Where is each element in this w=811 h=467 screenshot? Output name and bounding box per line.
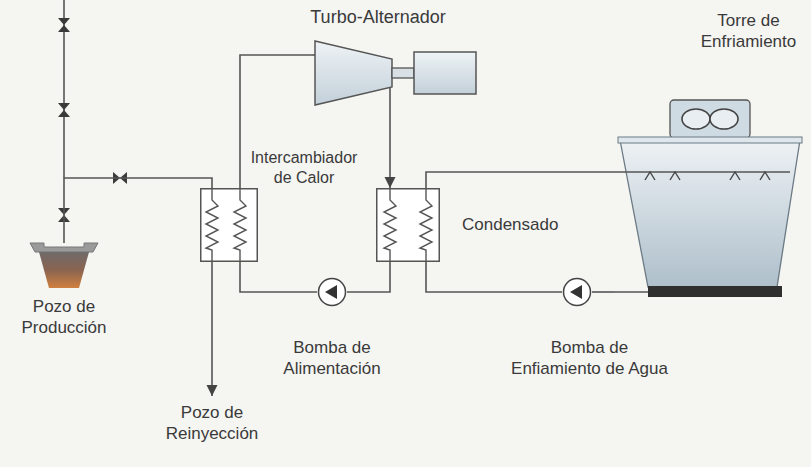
- heat-exchanger-shape: [200, 188, 258, 262]
- cooling-water-pump: Bomba de Enfiamiento de Agua: [562, 277, 592, 307]
- tower-basin: [648, 286, 782, 297]
- reinjection-well-label: Pozo de Reinyección: [157, 402, 267, 445]
- component-label: Bomba de Alimentación: [272, 337, 392, 380]
- pipe-connector: [347, 262, 390, 292]
- turbine-symbol: [315, 41, 392, 105]
- exchanger-shell: [201, 189, 258, 262]
- pipe-stub: [389, 87, 391, 106]
- cooling-tower: Torre de Enfriamiento: [615, 92, 805, 302]
- component-label: Turbo-Alternador: [298, 6, 458, 29]
- tower-body: [620, 140, 800, 287]
- tower-rim: [618, 137, 802, 143]
- production-well: Pozo de Producción: [30, 238, 98, 290]
- spray-nozzle: [670, 172, 680, 180]
- feed-pump-shape: [317, 277, 347, 307]
- reinjection-pipe: [211, 262, 213, 396]
- pipe-connector: [240, 55, 312, 188]
- component-label: Intercambiador de Calor: [248, 148, 360, 188]
- exchanger-shell: [377, 189, 440, 262]
- pipe-connector: [592, 291, 615, 293]
- spray-nozzle: [760, 172, 770, 180]
- spray-nozzle: [645, 172, 655, 180]
- cooling-water-pump-shape: [562, 277, 592, 307]
- pump-arrow: [570, 285, 582, 299]
- fan-symbol: [682, 109, 710, 129]
- coil-symbol: [234, 188, 246, 262]
- pump-symbol: [564, 279, 591, 306]
- coil-symbol: [384, 188, 396, 262]
- valve-symbol: [58, 18, 70, 32]
- turbine-generator-shape: [312, 40, 480, 106]
- well-body: [39, 252, 89, 288]
- fan-housing: [670, 100, 750, 138]
- pump-arrow: [325, 285, 337, 299]
- condenser-shape: [376, 188, 440, 262]
- pipe-connector: [240, 262, 317, 292]
- coil-symbol: [420, 188, 432, 262]
- component-label: Pozo de Producción: [9, 296, 119, 339]
- fan-symbol: [710, 109, 738, 129]
- pipe-connector: [64, 178, 212, 238]
- spray-nozzle: [730, 172, 740, 180]
- pipe-stub: [63, 238, 65, 243]
- component-label: Condensado: [462, 214, 572, 235]
- pipe-stub: [615, 291, 648, 293]
- component-label: Bomba de Enfiamiento de Agua: [507, 337, 672, 380]
- heat-exchanger: Intercambiador de Calor: [200, 188, 258, 262]
- coil-symbol: [206, 188, 218, 262]
- well-rim: [30, 243, 98, 252]
- condenser: Condensado: [376, 188, 440, 262]
- spray-pipe: [615, 171, 790, 173]
- component-label: Torre de Enfriamiento: [691, 10, 806, 53]
- generator-symbol: [414, 52, 476, 94]
- cooling-tower-shape: [615, 92, 805, 302]
- feed-pump: Bomba de Alimentación: [317, 277, 347, 307]
- pipe-connector: [426, 172, 615, 188]
- production-well-shape: [30, 238, 98, 290]
- valve-symbol: [58, 103, 70, 117]
- shaft-symbol: [392, 68, 414, 78]
- pump-symbol: [319, 279, 346, 306]
- pipe-connector: [426, 262, 562, 292]
- turbine-generator: Turbo-Alternador: [312, 40, 480, 106]
- pipe-connector: [389, 106, 391, 188]
